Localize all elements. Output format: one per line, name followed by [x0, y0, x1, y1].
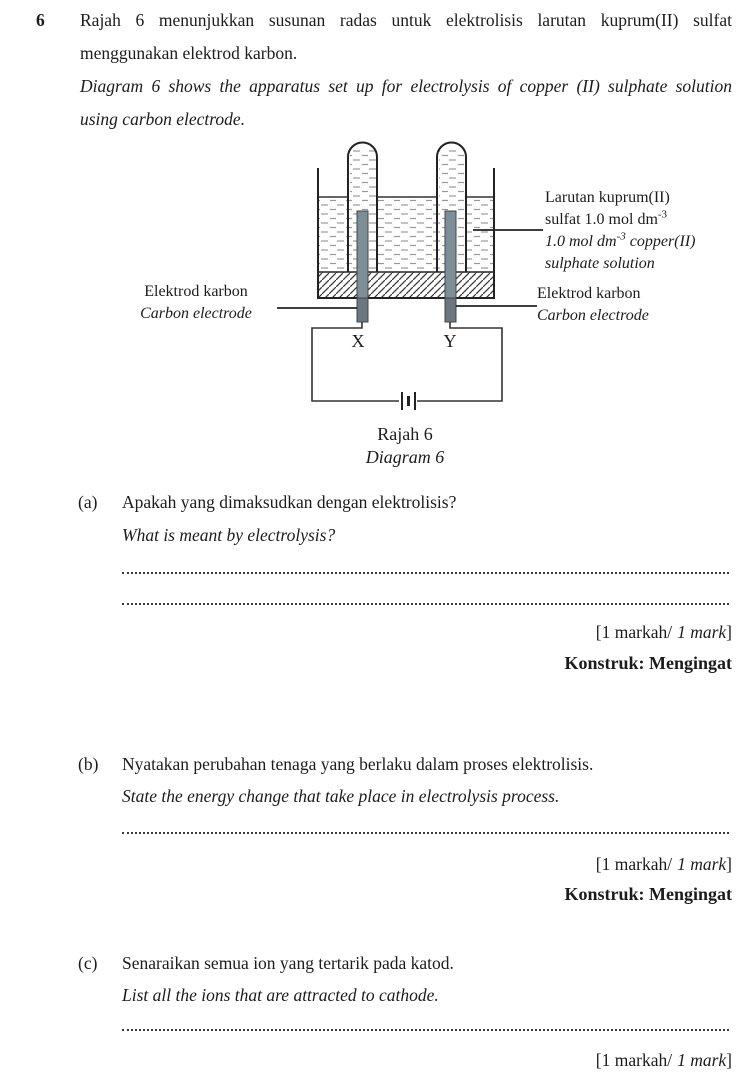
- terminal-x-label: X: [351, 331, 365, 351]
- section-a-marks: [1 markah/1 mark]: [595, 622, 732, 642]
- diagram-caption-english: Diagram 6: [365, 447, 445, 467]
- right-electrode-label: Elektrod karbon Carbon electrode: [537, 285, 649, 324]
- section-a-label: (a): [78, 492, 98, 512]
- solution-in-right-tube: [439, 148, 465, 200]
- carbon-electrode-x-lower: [356, 297, 369, 323]
- section-b-question-malay: Nyatakan perubahan tenaga yang berlaku d…: [122, 754, 594, 774]
- wire-left: [311, 322, 399, 402]
- section-b-marks: [1 markah/1 mark]: [595, 854, 732, 874]
- diagram-caption-malay: Rajah 6: [377, 424, 433, 444]
- intro-malay-line-2: menggunakan elektrod karbon.: [80, 43, 298, 63]
- section-b-answer-line-1: [122, 832, 729, 834]
- section-b-construct: Konstruk: Mengingat: [564, 884, 732, 904]
- wire-right: [417, 322, 503, 402]
- beaker: [317, 168, 495, 299]
- intro-english-line-2: using carbon electrode.: [80, 109, 246, 129]
- left-test-tube: [347, 141, 378, 272]
- section-c-label: (c): [78, 953, 98, 973]
- solution-label: Larutan kuprum(II) sulfat 1.0 mol dm-3 1…: [545, 189, 696, 272]
- section-c-marks: [1 markah/1 mark]: [595, 1050, 732, 1070]
- electrode-holder-base: [317, 271, 495, 299]
- section-c-question-malay: Senaraikan semua ion yang tertarik pada …: [122, 953, 454, 973]
- section-c-question-english: List all the ions that are attracted to …: [122, 985, 439, 1005]
- section-b-label: (b): [78, 754, 99, 774]
- right-test-tube: [436, 141, 467, 272]
- question-number: 6: [36, 10, 45, 30]
- section-c-answer-line-1: [122, 1029, 729, 1031]
- intro-malay-line-1: Rajah 6 menunjukkan susunan radas untuk …: [80, 10, 732, 30]
- section-a-question-english: What is meant by electrolysis?: [122, 525, 336, 545]
- section-a-construct: Konstruk: Mengingat: [564, 653, 732, 673]
- intro-english-line-1: Diagram 6 shows the apparatus set up for…: [80, 76, 732, 96]
- battery-icon: [401, 392, 416, 410]
- section-a-answer-line-1: [122, 572, 729, 574]
- solution-in-left-tube: [350, 148, 376, 200]
- section-a-question-malay: Apakah yang dimaksudkan dengan elektroli…: [122, 492, 457, 512]
- electrolysis-apparatus-diagram: [277, 141, 543, 410]
- terminal-y-label: Y: [443, 331, 457, 351]
- left-electrode-label: Elektrod karbon Carbon electrode: [140, 283, 252, 322]
- carbon-electrode-y-lower: [444, 297, 457, 323]
- section-a-answer-line-2: [122, 603, 729, 605]
- section-b-question-english: State the energy change that take place …: [122, 786, 560, 806]
- diagram-caption: Rajah 6 Diagram 6: [255, 423, 555, 469]
- carbon-electrode-x: [356, 210, 369, 299]
- carbon-electrode-y: [444, 210, 457, 299]
